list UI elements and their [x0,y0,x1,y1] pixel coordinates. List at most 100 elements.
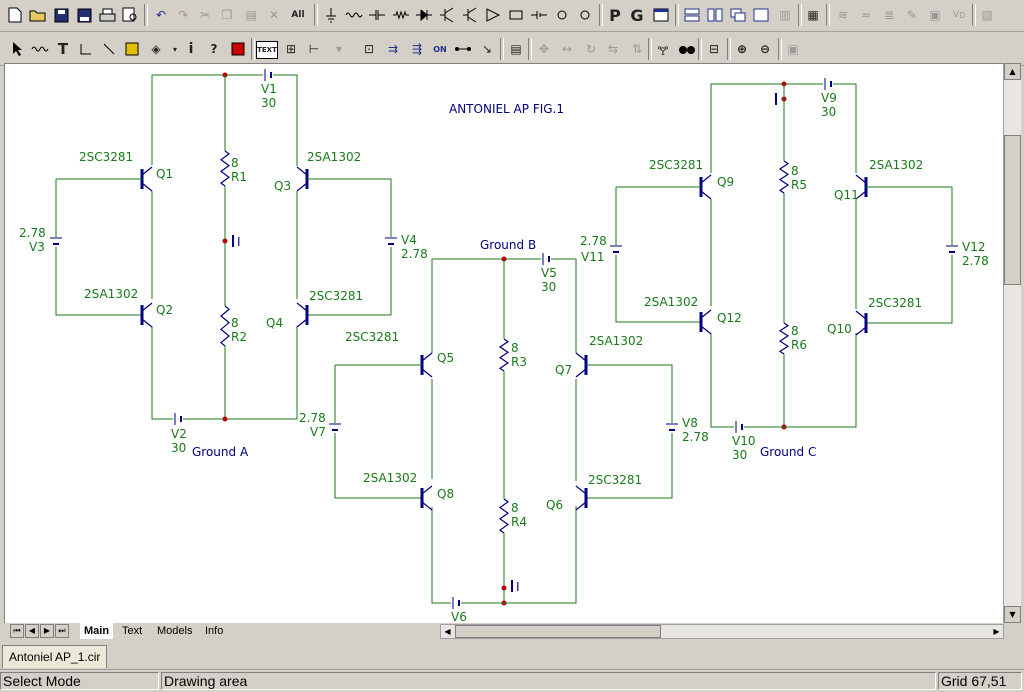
binoculars-icon[interactable] [676,38,698,60]
vertical-scroll-thumb[interactable] [1004,135,1021,285]
prev-sheet-icon[interactable]: ◀ [25,624,39,638]
pin-icon[interactable]: ⊢ [308,42,320,56]
window-icon[interactable] [650,4,672,26]
scroll-left-icon[interactable]: ◀ [444,627,451,636]
pnp-transistor-icon[interactable] [459,4,481,26]
print-preview-icon[interactable] [119,4,141,26]
save-icon[interactable] [50,4,72,26]
pen-icon[interactable]: ✎ [906,8,918,22]
redo-icon[interactable]: ↷ [177,8,189,22]
probe-p-button[interactable]: P [609,5,621,25]
wire-icon[interactable] [343,4,365,26]
text-mode-button[interactable]: TEXT [256,41,278,59]
copy-icon[interactable]: ❐ [221,8,233,22]
cursor-probe-icon[interactable]: ↘ [481,42,493,56]
tab-models[interactable]: Models [157,625,193,637]
scroll-right-icon[interactable]: ▶ [993,627,1000,636]
move-icon[interactable]: ✥ [538,42,550,56]
save-all-icon[interactable] [73,4,95,26]
calculator-icon[interactable]: ▦ [807,8,819,22]
npn-transistor-icon[interactable] [436,4,458,26]
next-sheet-icon[interactable]: ▶ [40,624,54,638]
shapes-icon[interactable]: ◈ [151,42,161,56]
resistor-designator: R4 [511,515,527,529]
current-marker: I [516,580,520,594]
scroll-down-icon[interactable]: ▼ [1004,606,1021,623]
text-tool-icon[interactable]: T [57,40,69,58]
image-icon[interactable]: ▣ [929,8,941,22]
transistor-lead [575,485,587,495]
info-icon[interactable]: i [188,41,194,57]
mirror-icon[interactable]: ⇆ [607,42,619,56]
node-voltage-icon[interactable]: ⇉ [387,42,399,56]
zoom-window-icon[interactable]: ▧ [981,8,993,22]
rotate-icon[interactable]: ↻ [585,42,597,56]
tab-text[interactable]: Text [122,625,143,637]
cut-icon[interactable]: ✂ [199,8,211,22]
properties-icon[interactable]: ▤ [510,42,522,56]
stack-icon[interactable]: ≣ [883,8,895,22]
resistor-icon[interactable] [390,4,412,26]
orthogonal-wire-icon[interactable] [75,38,97,60]
ground-icon[interactable] [320,4,342,26]
resistor-value-label: 8 [791,324,799,338]
steps-icon[interactable]: ⇅ [631,42,643,56]
select-all-icon[interactable]: All [291,10,305,20]
battery-value-label: 2.78 [401,247,428,261]
transistor-designator: Q5 [437,351,454,365]
inductor-icon[interactable] [505,4,527,26]
horizontal-scrollbar[interactable]: ◀ ▶ [440,624,1004,639]
help-icon[interactable]: ? [210,42,218,56]
on-button[interactable]: ON [433,44,447,54]
select-arrow-icon[interactable] [6,38,28,60]
paste-icon[interactable]: ▤ [245,8,257,22]
connect-icon[interactable] [452,38,474,60]
shapes-dropdown-icon[interactable]: ▾ [172,44,177,54]
tile-horizontal-icon[interactable] [681,4,703,26]
probe-g-button[interactable]: G [630,5,644,25]
horizontal-scroll-thumb[interactable] [455,625,661,638]
print-icon[interactable] [96,4,118,26]
transistor-model-label: 2SC3281 [588,473,642,487]
new-file-icon[interactable] [4,4,26,26]
delete-icon[interactable]: ✕ [268,8,280,22]
capacitor-icon[interactable] [366,4,388,26]
split-icon[interactable]: ▥ [779,8,791,22]
maximize-icon[interactable] [750,4,772,26]
tab-info[interactable]: Info [205,625,224,637]
camera-icon[interactable]: ▣ [787,42,799,56]
current-source-icon[interactable] [551,4,573,26]
node-numbers-icon[interactable]: ⊞ [285,42,297,56]
zoom-out-icon[interactable]: ⊖ [759,42,771,56]
attribute-icon[interactable] [227,38,249,60]
flip-icon[interactable]: ↔ [561,42,573,56]
zoom-in-icon[interactable]: ⊕ [736,42,748,56]
grid-icon[interactable]: ▾ [335,42,343,56]
voltage-source-icon[interactable] [574,4,596,26]
hatch-icon[interactable]: ≋ [837,8,849,22]
display-icon[interactable]: ⊟ [708,42,720,56]
component-icon[interactable] [121,38,143,60]
line-tool-icon[interactable] [98,38,120,60]
battery-icon[interactable] [528,4,550,26]
cascade-icon[interactable] [727,4,749,26]
wire-mode-icon[interactable] [29,38,51,60]
open-folder-icon[interactable] [27,4,49,26]
first-sheet-icon[interactable]: ⏮ [10,624,24,638]
flag-icon[interactable]: ⊡ [363,42,375,56]
current-display-icon[interactable]: ⇶ [411,42,423,56]
schematic[interactable]: ANTONIEL AP FIG.1II2SC3281Q12SA1302Q22SA… [5,64,1004,624]
opamp-icon[interactable] [482,4,504,26]
last-sheet-icon[interactable]: ⏭ [55,624,69,638]
tile-vertical-icon[interactable] [704,4,726,26]
document-tab[interactable]: Antoniel AP_1.cir [2,645,108,668]
tab-main[interactable]: Main [80,623,114,639]
undo-icon[interactable]: ↶ [155,8,167,22]
diode-icon[interactable] [413,4,435,26]
wave-icon[interactable]: ≈ [860,8,872,22]
vertical-scrollbar[interactable]: ▲ ▼ [1003,63,1021,623]
scroll-up-icon[interactable]: ▲ [1004,63,1021,80]
find-icon[interactable]: 🝖 [657,43,669,58]
